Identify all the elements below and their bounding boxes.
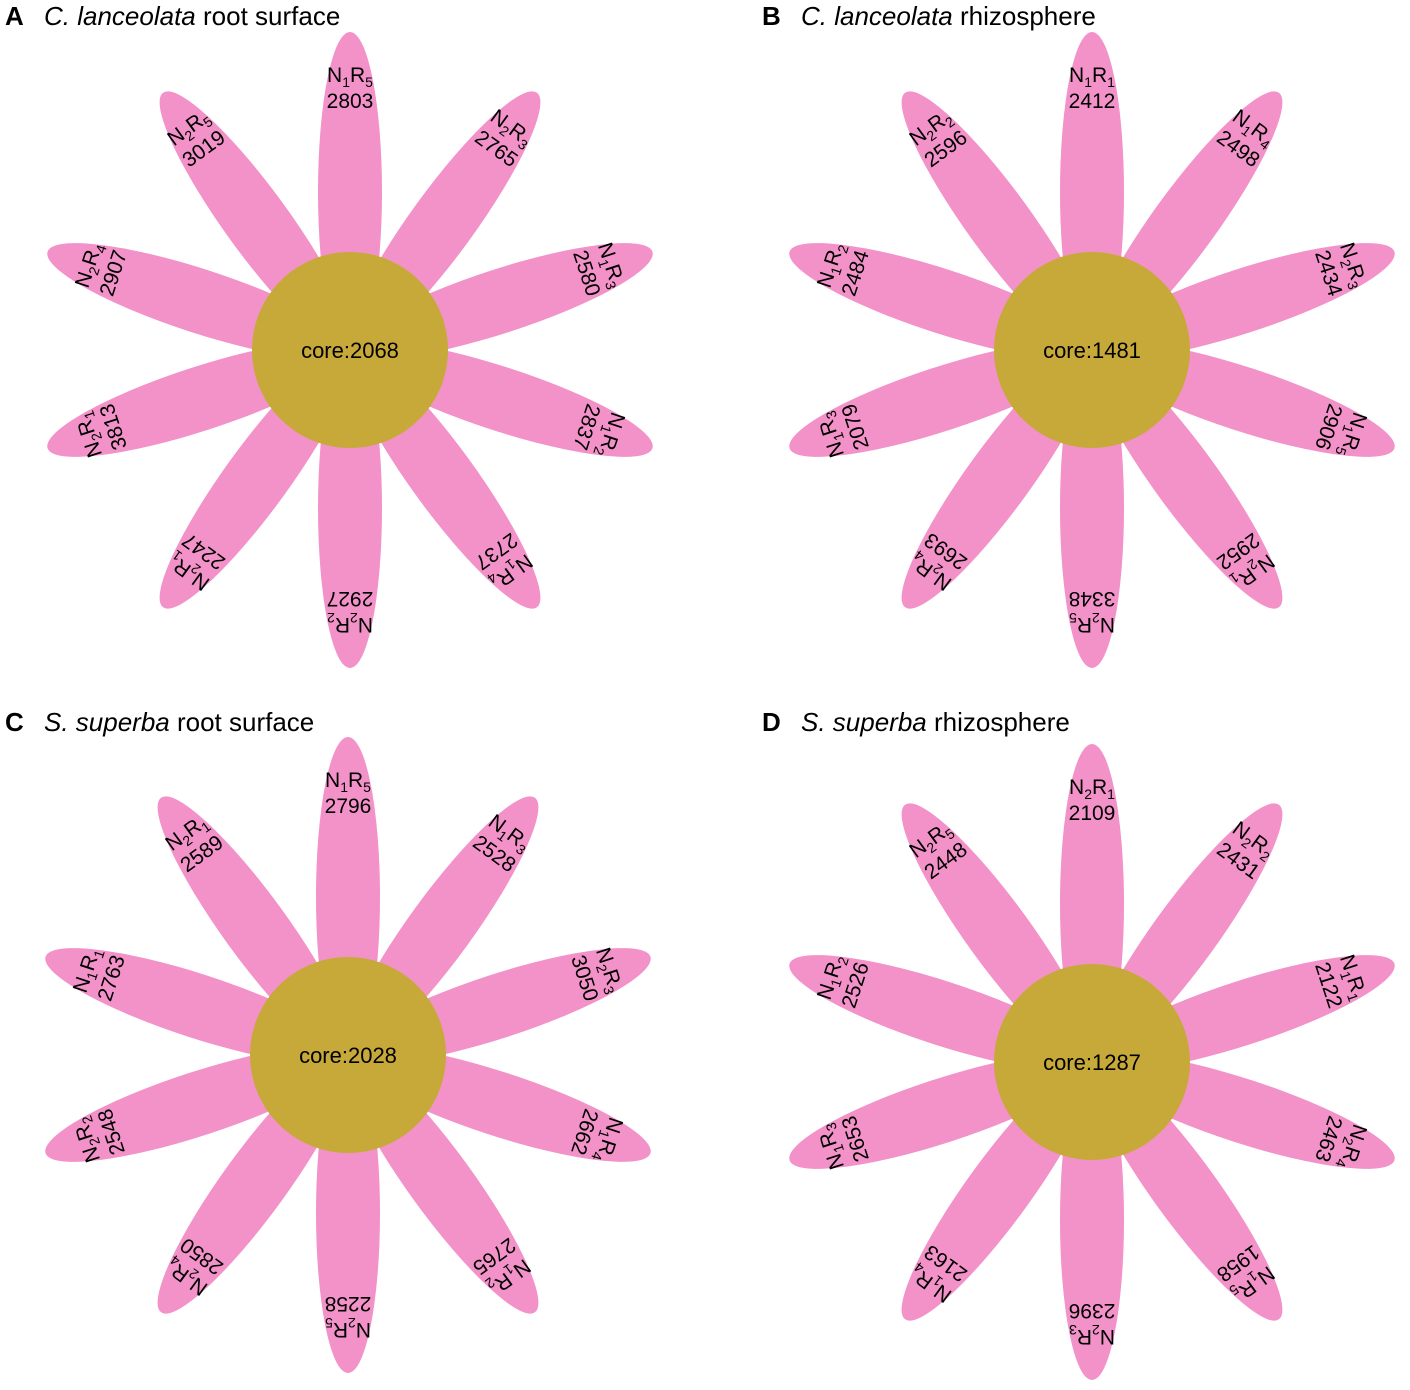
- petal-unique-count: 3348: [1069, 587, 1116, 610]
- core-label: core:2028: [299, 1043, 397, 1068]
- panel-letter: A: [5, 1, 24, 31]
- petal-sample-name: N1R4: [588, 1113, 627, 1165]
- petal-sample-name: N1R3: [813, 408, 852, 460]
- petal-sample-name: N1R5: [325, 769, 371, 795]
- core-circle: [994, 964, 1190, 1160]
- petal-sample-name: N2R2: [327, 610, 373, 636]
- petal-sample-name: N2R3: [1332, 240, 1371, 292]
- panel-title-species: C. lanceolata: [801, 1, 953, 31]
- panel-title: C. lanceolata root surface: [44, 1, 340, 31]
- petal-sample-name: N2R5: [325, 1315, 371, 1341]
- petal-sample-name: N2R5: [1069, 610, 1115, 636]
- petal-sample-name: N2R4: [71, 240, 110, 292]
- panel-title-compartment: rhizosphere: [953, 1, 1096, 31]
- petal-unique-count: 2258: [325, 1292, 372, 1315]
- petal-unique-count: 2803: [327, 90, 374, 113]
- petal-unique-count: 2396: [1069, 1299, 1116, 1322]
- panel-title: S. superba root surface: [44, 707, 314, 737]
- panel-title-species: S. superba: [44, 707, 170, 737]
- core-circle: [250, 957, 446, 1153]
- petal-sample-name: N2R3: [588, 945, 627, 997]
- panel-title-compartment: root surface: [170, 707, 315, 737]
- panel-title: C. lanceolata rhizosphere: [801, 1, 1096, 31]
- flower-panel-a: A C. lanceolata root surface core:2068N2R1…: [5, 1, 653, 668]
- petal-sample-name: N1R5: [327, 64, 373, 90]
- petal-sample-name: N2R1: [1226, 547, 1279, 595]
- panel-title-compartment: root surface: [196, 1, 341, 31]
- panel-letter: C: [5, 707, 24, 737]
- petal-sample-name: N2R4: [1332, 1120, 1371, 1172]
- panel-title-species: C. lanceolata: [44, 1, 196, 31]
- petal-sample-name: N2R3: [1069, 1322, 1115, 1348]
- panel-title-compartment: rhizosphere: [927, 707, 1070, 737]
- core-label: core:1287: [1043, 1050, 1141, 1075]
- petal-unique-count: 2796: [325, 795, 372, 818]
- core-label: core:1481: [1043, 338, 1141, 363]
- petal-sample-name: N1R2: [590, 408, 629, 460]
- petal-sample-name: N2R1: [1069, 776, 1115, 802]
- panel-letter: B: [762, 1, 781, 31]
- petal-sample-name: N1R1: [1069, 64, 1115, 90]
- petal-unique-count: 2412: [1069, 90, 1116, 113]
- petal-unique-count: 2927: [327, 587, 374, 610]
- petal-sample-name: N2R4: [161, 1252, 214, 1300]
- panel-letter: D: [762, 707, 781, 737]
- petal-unique-count: 2109: [1069, 802, 1116, 825]
- petal-sample-name: N1R3: [590, 240, 629, 292]
- petal-sample-name: N1R3: [813, 1120, 852, 1172]
- panel-title-species: S. superba: [801, 707, 927, 737]
- panel-title: S. superba rhizosphere: [801, 707, 1070, 737]
- core-label: core:2068: [301, 338, 399, 363]
- core-circle: [252, 252, 448, 448]
- petal-sample-name: N2R1: [71, 408, 110, 460]
- petal-sample-name: N1R1: [1332, 952, 1371, 1004]
- core-circle: [994, 252, 1190, 448]
